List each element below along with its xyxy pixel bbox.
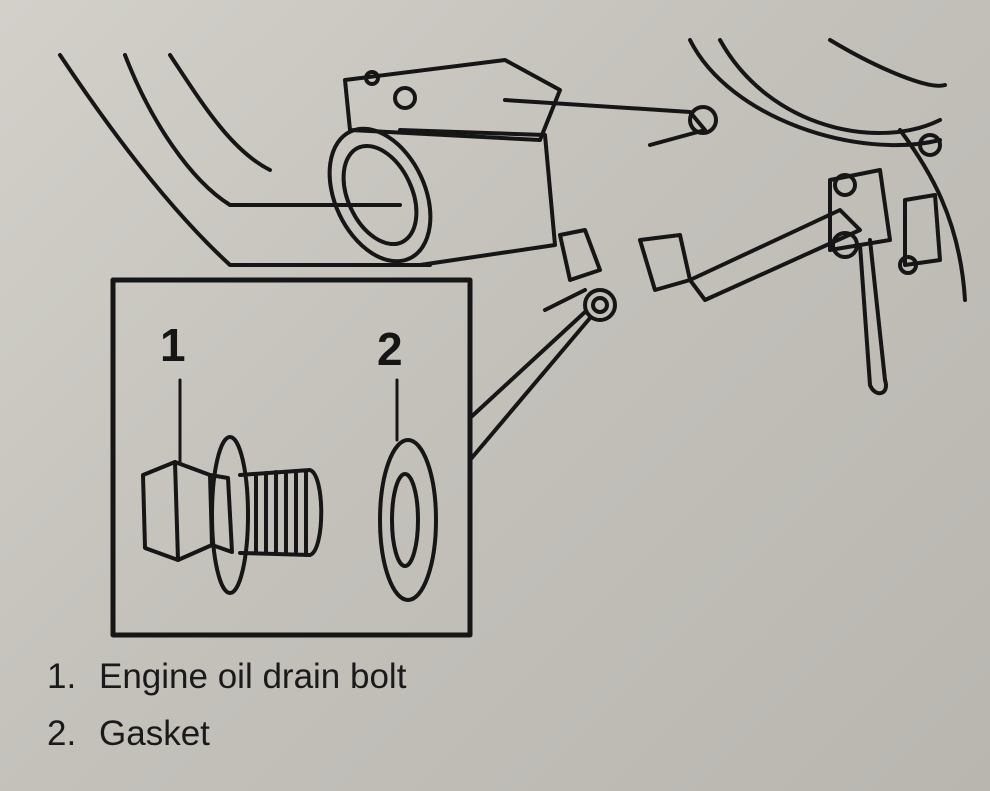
figure-caption: 1. Engine oil drain bolt 2. Gasket	[47, 648, 406, 762]
callout-number-1: 1	[160, 319, 186, 371]
callout-number-2: 2	[377, 323, 403, 375]
caption-item-text: Engine oil drain bolt	[99, 657, 407, 696]
caption-item: 2. Gasket	[47, 705, 406, 762]
caption-item-number: 2.	[47, 714, 77, 753]
caption-item-number: 1.	[47, 657, 77, 696]
caption-item-text: Gasket	[99, 714, 210, 753]
caption-item: 1. Engine oil drain bolt	[47, 648, 406, 705]
